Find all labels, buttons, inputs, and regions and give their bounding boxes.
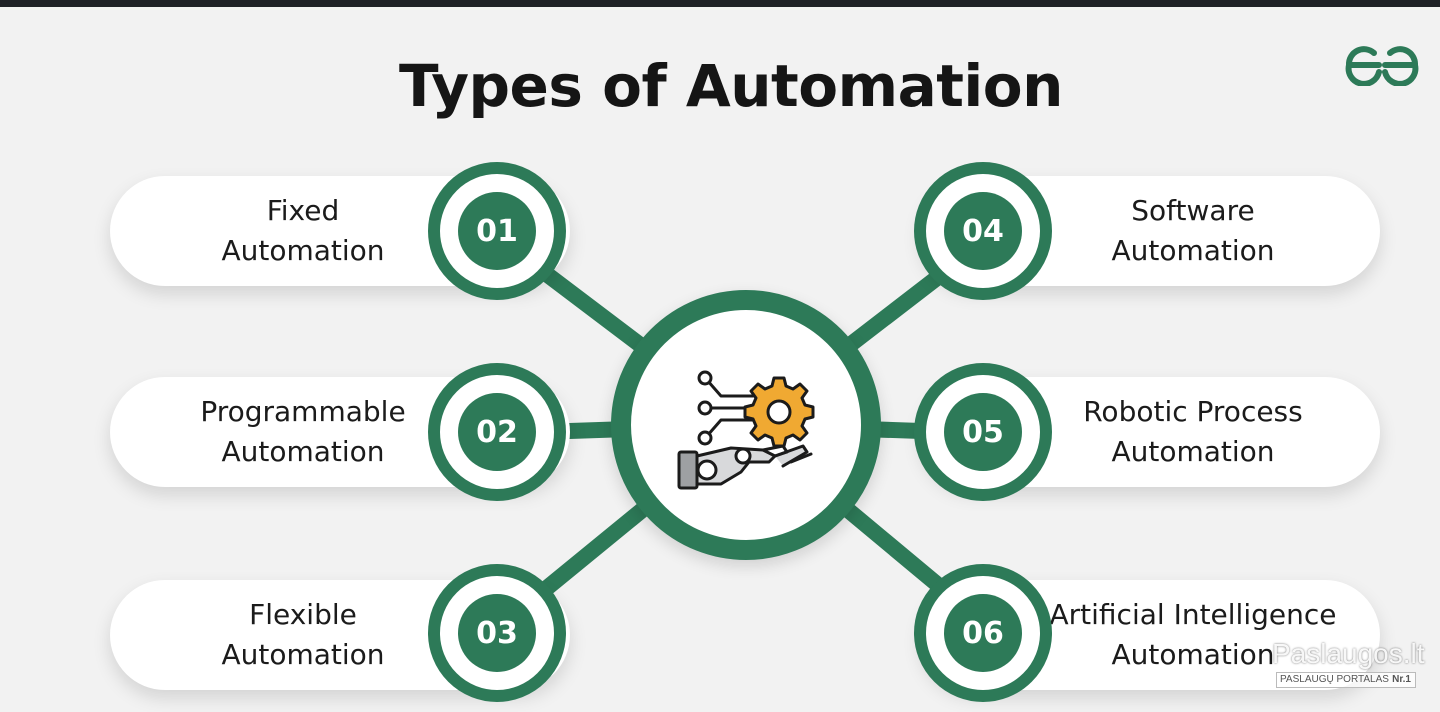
- watermark-subtext: PASLAUGŲ PORTALAS Nr.1: [1276, 672, 1416, 688]
- page-title: Types of Automation: [399, 52, 1063, 120]
- number-label: 02: [458, 393, 536, 471]
- pill-label: Programmable Automation: [200, 395, 406, 468]
- watermark-subtitle: PASLAUGŲ PORTALAS: [1280, 674, 1389, 685]
- number-label: 01: [458, 192, 536, 270]
- number-badge-04: 04: [914, 162, 1052, 300]
- geeksforgeeks-logo-icon: [1345, 46, 1419, 86]
- number-badge-06: 06: [914, 564, 1052, 702]
- pill-label: Software Automation: [1111, 194, 1275, 267]
- watermark-text: Paslaugos.lt: [1272, 638, 1425, 669]
- pill-label: Fixed Automation: [221, 194, 385, 267]
- robotic-hand-gear-icon: [677, 370, 815, 490]
- number-badge-03: 03: [428, 564, 566, 702]
- watermark: Paslaugos.lt PASLAUGŲ PORTALAS Nr.1: [1272, 638, 1425, 692]
- top-bar: [0, 0, 1440, 7]
- number-label: 05: [944, 393, 1022, 471]
- watermark-badge: Nr.1: [1392, 674, 1411, 685]
- pill-label: Robotic Process Automation: [1083, 395, 1303, 468]
- pill-label: Flexible Automation: [221, 598, 385, 671]
- central-hub: [611, 290, 881, 560]
- number-label: 06: [944, 594, 1022, 672]
- number-label: 04: [944, 192, 1022, 270]
- number-badge-05: 05: [914, 363, 1052, 501]
- number-badge-02: 02: [428, 363, 566, 501]
- pill-label: Artificial Intelligence Automation: [1049, 598, 1337, 671]
- number-badge-01: 01: [428, 162, 566, 300]
- number-label: 03: [458, 594, 536, 672]
